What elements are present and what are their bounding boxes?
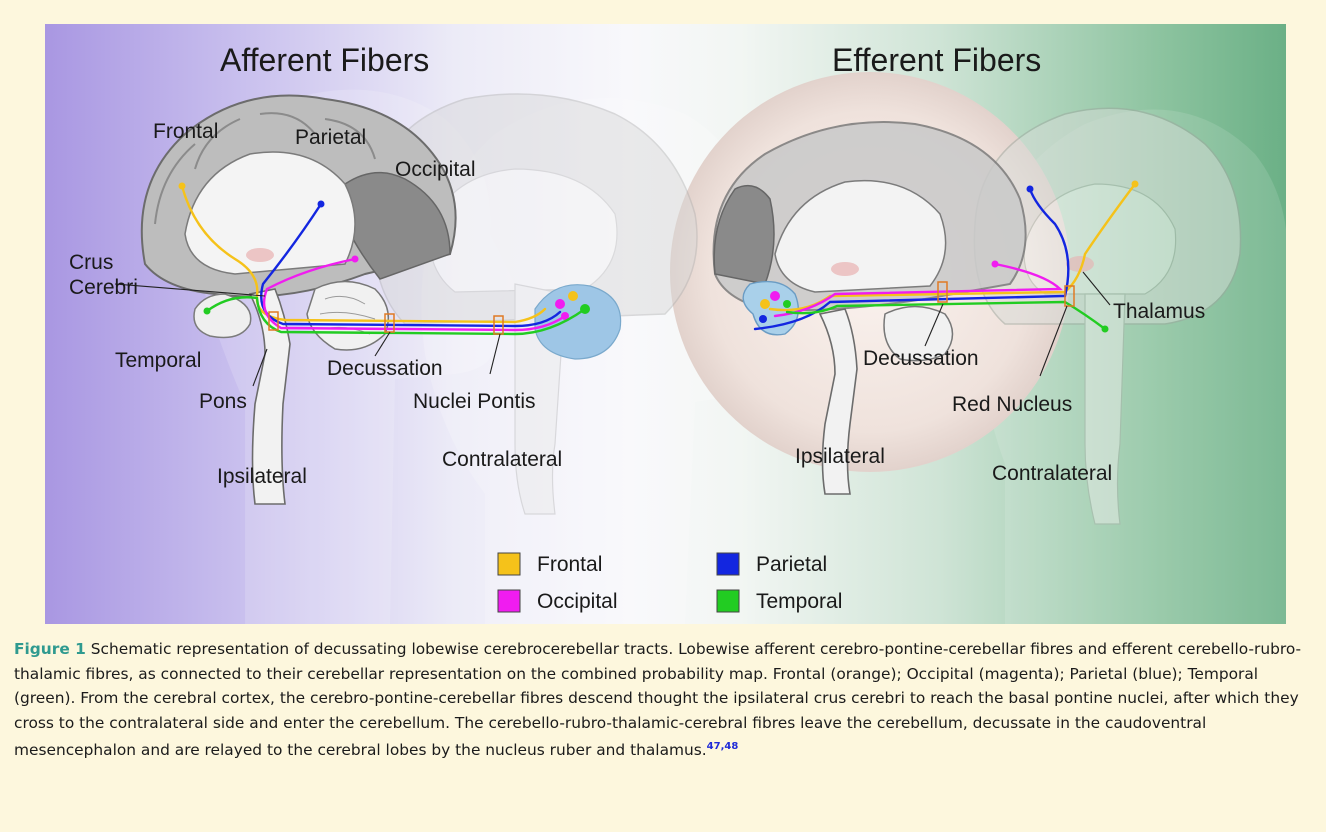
afferent-title: Afferent Fibers <box>220 42 429 78</box>
legend-swatch-frontal <box>498 553 520 575</box>
afferent-cerebellum-spot-occipital <box>555 299 565 309</box>
label-decussation-efferent: Decussation <box>863 347 979 370</box>
legend-swatch-occipital <box>498 590 520 612</box>
label-contralateral-efferent: Contralateral <box>992 462 1112 485</box>
label-parietal: Parietal <box>295 126 366 149</box>
legend-label-occipital: Occipital <box>537 590 618 613</box>
label-red-nucleus: Red Nucleus <box>952 393 1072 416</box>
legend-swatch-temporal <box>717 590 739 612</box>
legend-label-frontal: Frontal <box>537 553 602 576</box>
figure-caption: Figure 1 Schematic representation of dec… <box>14 637 1314 763</box>
label-frontal: Frontal <box>153 120 218 143</box>
label-ipsilateral-afferent: Ipsilateral <box>217 465 307 488</box>
efferent-cerebellum-spot-parietal <box>759 315 767 323</box>
label-occipital: Occipital <box>395 158 476 181</box>
legend-label-parietal: Parietal <box>756 553 827 576</box>
label-pons: Pons <box>199 390 247 413</box>
efferent-cerebellum-spot-occipital <box>770 291 780 301</box>
figure-illustration: Afferent Fibers Efferent Fibers Frontal … <box>45 24 1286 624</box>
label-temporal: Temporal <box>115 349 201 372</box>
legend-swatch-parietal <box>717 553 739 575</box>
figure-panel: Afferent Fibers Efferent Fibers Frontal … <box>45 24 1286 624</box>
efferent-title: Efferent Fibers <box>832 42 1041 78</box>
legend-label-temporal: Temporal <box>756 590 842 613</box>
label-ipsilateral-efferent: Ipsilateral <box>795 445 885 468</box>
efferent-cerebellum-spot-frontal <box>760 299 770 309</box>
label-crus-line2: Cerebri <box>69 276 138 299</box>
caption-citations: 47,48 <box>707 741 739 752</box>
caption-figure-label: Figure 1 <box>14 640 86 658</box>
efferent-cerebellum-spot-temporal <box>783 300 791 308</box>
label-nuclei-pontis: Nuclei Pontis <box>413 390 536 413</box>
label-decussation: Decussation <box>327 357 443 380</box>
label-crus-line1: Crus <box>69 251 113 274</box>
caption-text: Schematic representation of decussating … <box>14 640 1301 759</box>
label-thalamus: Thalamus <box>1113 300 1205 323</box>
label-contralateral-afferent: Contralateral <box>442 448 562 471</box>
afferent-cerebellum-spot-frontal <box>568 291 578 301</box>
